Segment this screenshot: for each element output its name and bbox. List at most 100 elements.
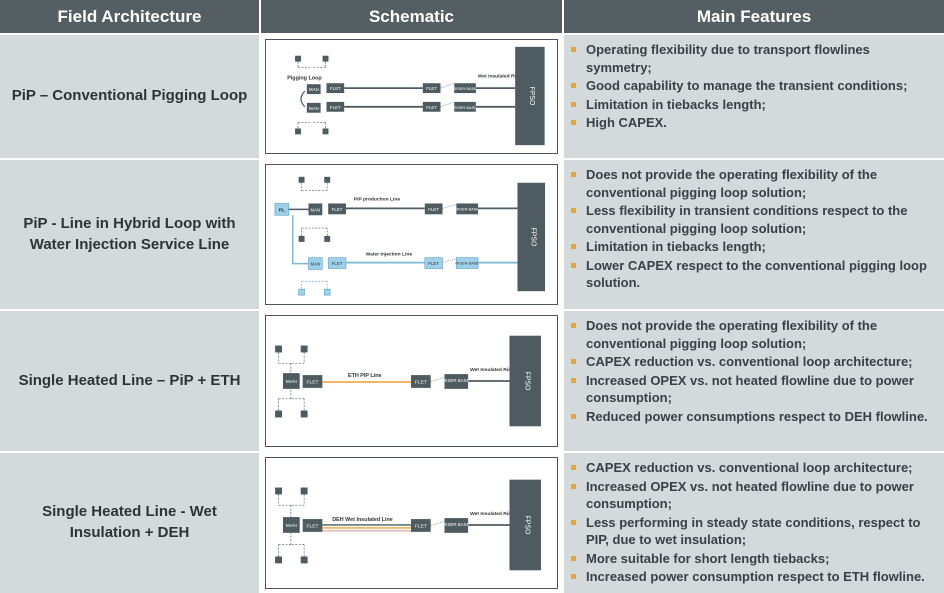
loop-line	[300, 90, 306, 108]
flet-box	[302, 375, 323, 388]
architecture-cell: Single Heated Line - Wet Insulation + DE…	[0, 453, 259, 593]
schematic-cell: Pigging Loop MAN MAN FLET	[261, 35, 562, 158]
list-item: More suitable for short length tiebacks;	[571, 550, 938, 568]
schematic-diagram: MAN FLET ETH PIP Line FLET RISER BASE We…	[265, 315, 558, 447]
table-row: Single Heated Line – PiP + ETH MAN FLET …	[0, 311, 944, 451]
list-item: Less flexibility in transient conditions…	[571, 202, 938, 237]
flet-label: FLET	[415, 379, 427, 385]
flet-box	[422, 101, 441, 112]
well-icon	[275, 487, 282, 495]
jumper	[440, 82, 455, 108]
line-label: PiP production Line	[354, 196, 401, 202]
architecture-cell: PiP - Line in Hybrid Loop with Water Inj…	[0, 160, 259, 309]
riser-label: Wet Insulated Riser	[470, 511, 516, 517]
list-item: Does not provide the operating flexibili…	[571, 166, 938, 201]
well-icon	[295, 128, 301, 135]
manifold-label: MAN	[310, 262, 320, 267]
flet-label: FLET	[426, 105, 437, 110]
well-icon	[322, 55, 329, 62]
flet-box	[302, 519, 323, 532]
flet-label: FLET	[330, 105, 341, 110]
well-icon	[275, 345, 282, 353]
manifold-box	[282, 517, 300, 533]
flet-box	[424, 203, 443, 215]
riser-base-label: RISER BASE	[455, 261, 479, 266]
riser-base-box	[454, 83, 476, 94]
schematic-svg: MAN FLET DEH Wet Insulated Line FLET RIS…	[275, 479, 542, 571]
manifold-box	[306, 84, 321, 95]
list-item: Increased OPEX vs. not heated flowline d…	[571, 372, 938, 407]
well-jumper	[301, 182, 328, 236]
well-icon	[298, 235, 305, 242]
well-icon	[300, 556, 308, 564]
well-jumper	[297, 61, 326, 129]
flet-label: FLET	[332, 261, 343, 266]
list-item: Limitation in tiebacks length;	[571, 96, 938, 114]
manifold-label: MAN	[310, 207, 320, 212]
line-label: ETH PIP Line	[348, 373, 382, 379]
fpso-box	[509, 479, 542, 571]
features-list: Operating flexibility due to transport f…	[571, 41, 938, 132]
list-item: Does not provide the operating flexibili…	[571, 317, 938, 352]
well-jumper	[301, 280, 328, 290]
manifold-label: MAN	[286, 523, 297, 529]
schematic-svg: Pigging Loop MAN MAN FLET	[287, 46, 545, 146]
well-jumper	[278, 494, 305, 557]
features-cell: Does not provide the operating flexibili…	[564, 311, 944, 451]
riser-base-label: RISER BASE	[443, 522, 470, 527]
list-item: Operating flexibility due to transport f…	[571, 41, 938, 76]
fpso-label: FPSO	[528, 87, 535, 106]
well-icon	[322, 128, 329, 135]
riser-base-box	[444, 518, 469, 533]
fpso-box	[509, 335, 542, 427]
features-cell: Operating flexibility due to transport f…	[564, 35, 944, 158]
flet-label: FLET	[428, 261, 439, 266]
water-loop-line	[291, 215, 309, 265]
line-label: Water Injection Line	[366, 252, 413, 258]
list-item: Limitation in tiebacks length;	[571, 238, 938, 256]
table-row: Single Heated Line - Wet Insulation + DE…	[0, 453, 944, 593]
fpso-box	[517, 182, 546, 292]
header-main-features: Main Features	[564, 0, 944, 33]
riser-base-label: RISER BASE	[453, 105, 477, 110]
features-list: Does not provide the operating flexibili…	[571, 317, 938, 425]
riser-label: Wet Insulated Riser	[470, 367, 516, 373]
manifold-box	[306, 102, 321, 113]
schematic-cell: PL MAN MAN FLET FLET PiP production Line	[261, 160, 562, 309]
flet-box	[411, 375, 431, 388]
well-icon	[275, 410, 282, 418]
list-item: Good capability to manage the transient …	[571, 77, 938, 95]
manifold-label: MAN	[309, 87, 319, 92]
schematic-cell: MAN FLET DEH Wet Insulated Line FLET RIS…	[261, 453, 562, 593]
jumper	[442, 204, 457, 263]
list-item: CAPEX reduction vs. conventional loop ar…	[571, 459, 938, 477]
flet-label: FLET	[426, 86, 437, 91]
riser-base-box	[454, 101, 476, 112]
well-icon	[298, 176, 305, 183]
well-icon	[324, 176, 331, 183]
schematic-svg: PL MAN MAN FLET FLET PiP production Line	[274, 176, 546, 296]
table-row: PiP - Line in Hybrid Loop with Water Inj…	[0, 160, 944, 309]
flet-box	[411, 519, 431, 532]
list-item: Increased power consumption respect to E…	[571, 568, 938, 586]
flet-box	[328, 203, 346, 215]
riser-base-label: RISER BASE	[443, 378, 470, 383]
flet-label: FLET	[307, 379, 319, 385]
architecture-cell: Single Heated Line – PiP + ETH	[0, 311, 259, 451]
features-list: CAPEX reduction vs. conventional loop ar…	[571, 459, 938, 586]
fpso-label: FPSO	[529, 228, 536, 247]
well-icon	[295, 55, 301, 62]
flet-box	[326, 83, 345, 94]
schematic-diagram: PL MAN MAN FLET FLET PiP production Line	[265, 164, 558, 305]
features-cell: Does not provide the operating flexibili…	[564, 160, 944, 309]
flet-box	[424, 257, 443, 269]
well-icon	[324, 235, 331, 242]
manifold-box	[308, 203, 323, 216]
fpso-label: FPSO	[523, 372, 530, 391]
features-cell: CAPEX reduction vs. conventional loop ar…	[564, 453, 944, 593]
list-item: High CAPEX.	[571, 114, 938, 132]
table-row: PiP – Conventional Pigging Loop Pigging …	[0, 35, 944, 158]
riser-base-label: RISER BASE	[453, 86, 477, 91]
flet-label: FLET	[307, 523, 319, 529]
